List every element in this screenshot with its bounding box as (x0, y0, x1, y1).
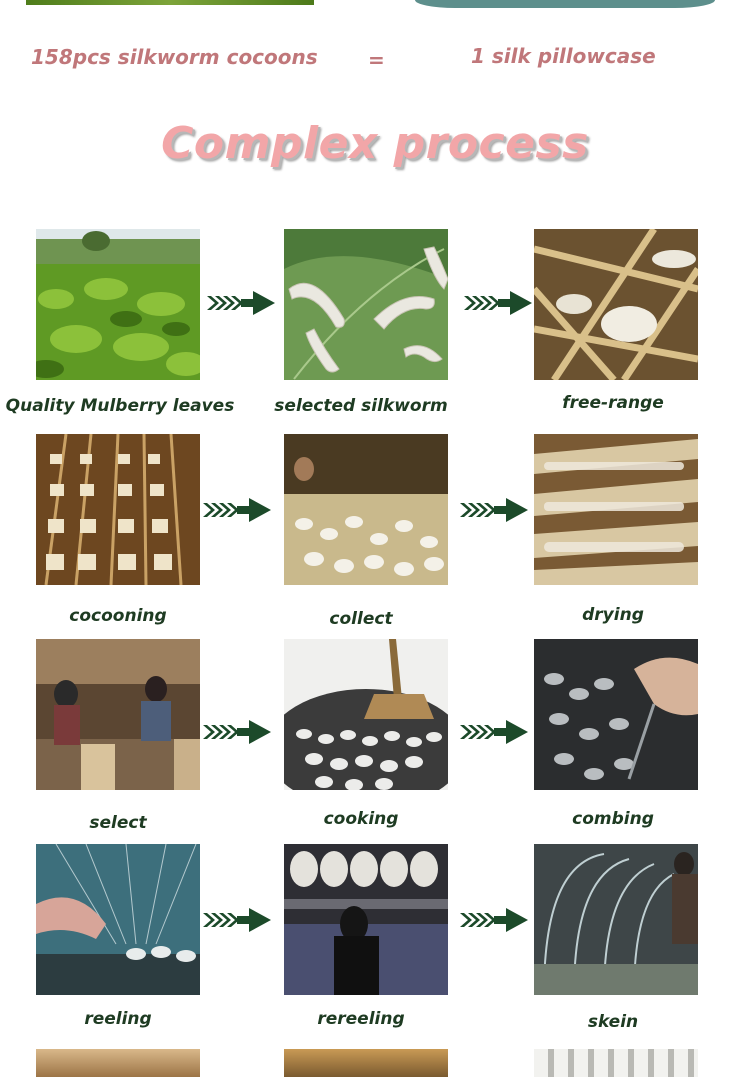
pillowcase-text: 1 silk pillowcase (471, 44, 656, 68)
next-step-photo-cropped (534, 1049, 698, 1077)
free-range-photo (534, 229, 698, 380)
equals-sign: = (368, 48, 385, 72)
step-caption: combing (572, 809, 654, 829)
select-photo (36, 639, 200, 790)
collect-photo (284, 434, 448, 585)
rereeling-photo (284, 844, 448, 995)
cocooning-photo (36, 434, 200, 585)
silkworm-photo (284, 229, 448, 380)
drying-photo (534, 434, 698, 585)
arrow-right-icon (460, 497, 530, 523)
arrow-right-icon (460, 907, 530, 933)
mulberry-leaves-photo (36, 229, 200, 380)
step-caption: Quality Mulberry leaves (5, 396, 235, 416)
step-caption: drying (582, 605, 644, 625)
arrow-right-icon (460, 719, 530, 745)
arrow-right-icon (203, 497, 273, 523)
step-caption: select (89, 813, 147, 833)
cooking-photo (284, 639, 448, 790)
step-caption: reeling (84, 1009, 152, 1029)
step-caption: rereeling (317, 1009, 405, 1029)
page-title: Complex process (161, 118, 589, 169)
next-step-photo-cropped (284, 1049, 448, 1077)
combing-photo (534, 639, 698, 790)
step-caption: collect (329, 609, 393, 629)
step-caption: cooking (323, 809, 399, 829)
mulberry-leaf-photo-top (26, 0, 314, 5)
arrow-right-icon (207, 290, 277, 316)
step-caption: skein (587, 1012, 639, 1032)
arrow-right-icon (464, 290, 534, 316)
step-caption: cocooning (69, 606, 167, 626)
arrow-right-icon (203, 719, 273, 745)
next-step-photo-cropped (36, 1049, 200, 1077)
pillowcase-photo-top (415, 0, 715, 8)
step-caption: selected silkworm (274, 396, 448, 416)
cocoon-count-text: 158pcs silkworm cocoons (31, 45, 318, 69)
step-caption: free-range (562, 393, 664, 413)
skein-photo (534, 844, 698, 995)
arrow-right-icon (203, 907, 273, 933)
reeling-photo (36, 844, 200, 995)
